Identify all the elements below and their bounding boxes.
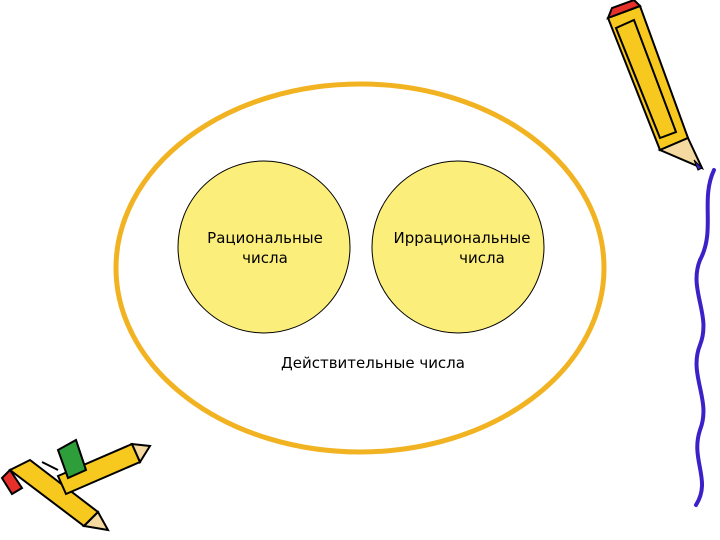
rational-label-line1: Рациональные <box>207 229 323 247</box>
squiggle-line-icon <box>694 168 716 507</box>
irrational-numbers-circle <box>371 160 545 334</box>
rational-label-line2: числа <box>242 249 288 267</box>
rational-numbers-label: Рациональные числа <box>180 228 350 268</box>
irrational-label-line1: Иррациональные <box>393 229 531 247</box>
irrational-label-line2: числа <box>459 249 505 267</box>
real-numbers-label: Действительные числа <box>281 354 465 372</box>
irrational-numbers-label: Иррациональные числа <box>374 228 550 268</box>
rational-numbers-circle <box>177 160 351 334</box>
crossed-pencils-icon <box>0 438 152 532</box>
pencil-icon <box>606 0 705 171</box>
